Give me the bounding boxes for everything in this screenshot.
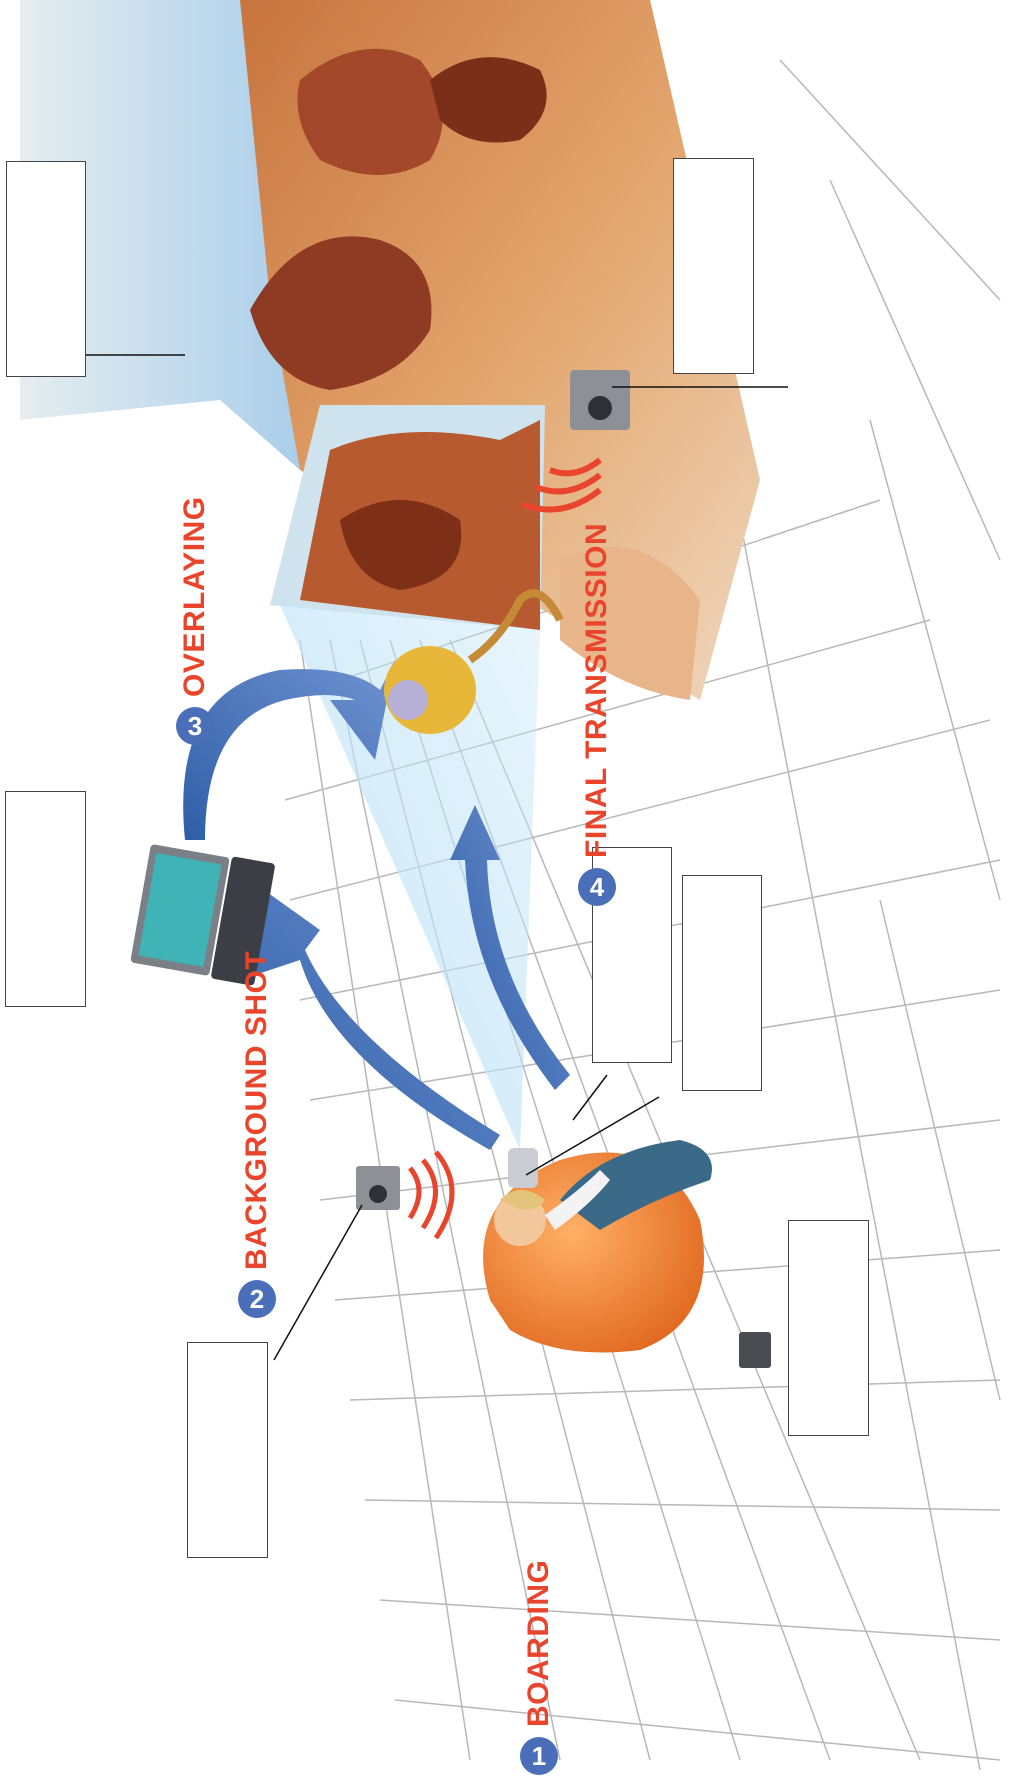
label-box-bottom-right <box>788 1220 869 1436</box>
step-1-label: BOARDING <box>522 1560 556 1727</box>
step-2-number: 2 <box>238 1280 276 1318</box>
step-3-overlaying: 3 OVERLAYING <box>176 496 214 745</box>
label-box-bottom-left <box>187 1342 268 1558</box>
step-2-background-shot: 2 BACKGROUND SHOT <box>238 951 276 1318</box>
person-figure <box>483 1140 712 1353</box>
small-box-icon <box>739 1332 771 1368</box>
step-3-number: 3 <box>176 707 214 745</box>
step-1-number: 1 <box>520 1737 558 1775</box>
label-box-top-left <box>6 161 86 377</box>
label-box-center-b <box>682 875 762 1091</box>
step-1-boarding: 1 BOARDING <box>520 1560 558 1775</box>
step-4-final-transmission: 4 FINAL TRANSMISSION <box>578 523 616 906</box>
step-4-number: 4 <box>578 868 616 906</box>
step-4-label: FINAL TRANSMISSION <box>580 523 614 858</box>
label-box-laptop <box>5 791 86 1007</box>
step-3-label: OVERLAYING <box>178 496 212 697</box>
label-box-top-right <box>673 158 754 374</box>
step-2-label: BACKGROUND SHOT <box>240 951 274 1270</box>
